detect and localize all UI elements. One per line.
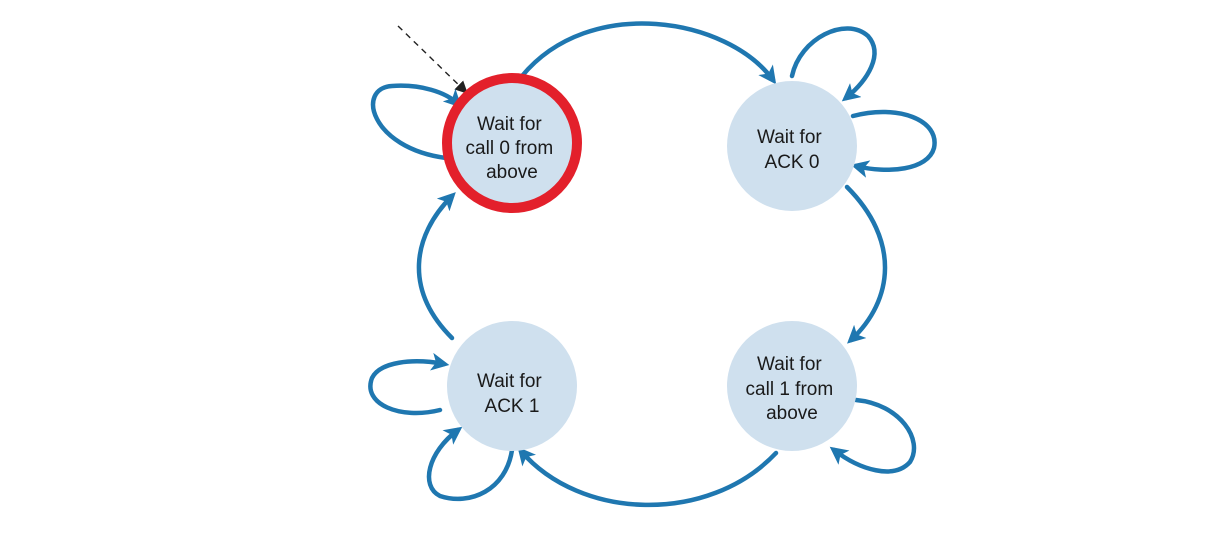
- state-wait-call-0: Wait for call 0 from above: [442, 73, 582, 213]
- state-circle-current: [442, 73, 582, 213]
- state-circle: [727, 81, 857, 211]
- state-circle: [727, 321, 857, 451]
- self-loop-ack1-left: [368, 352, 450, 416]
- state-label-line: Wait for: [477, 371, 542, 392]
- state-label-line: above: [766, 403, 818, 424]
- transition-call1-to-ack1: [517, 446, 779, 508]
- state-wait-call-1: Wait for call 1 from above: [727, 321, 857, 451]
- state-label-line: call 0 from: [466, 138, 554, 159]
- state-label-line: ACK 0: [765, 152, 820, 173]
- self-loop-ack0-right: [850, 109, 937, 178]
- state-circle: [447, 321, 577, 451]
- state-label-line: ACK 1: [485, 396, 540, 417]
- state-label-line: Wait for: [477, 114, 542, 135]
- self-loop-call1: [829, 397, 917, 474]
- self-loop-ack0-top: [789, 26, 877, 102]
- state-label: Wait for call 0 from above: [466, 114, 559, 183]
- state-label-line: Wait for: [757, 354, 822, 375]
- state-label: Wait for call 1 from above: [746, 354, 839, 424]
- transition-ack0-to-call1: [844, 184, 888, 344]
- state-wait-ack-1: Wait for ACK 1: [447, 321, 577, 451]
- state-wait-ack-0: Wait for ACK 0: [727, 81, 857, 211]
- state-label: Wait for ACK 0: [757, 127, 827, 173]
- state-label: Wait for ACK 1: [477, 371, 547, 417]
- self-loop-call0: [370, 83, 462, 161]
- transition-ack1-to-call0: [416, 192, 456, 341]
- self-loop-ack1-bottom: [426, 426, 515, 502]
- state-label-line: Wait for: [757, 127, 822, 148]
- state-label-line: above: [486, 162, 538, 183]
- transition-call0-to-ack0: [519, 21, 777, 85]
- state-label-line: call 1 from: [746, 379, 834, 400]
- initial-state-arrow: [397, 25, 468, 94]
